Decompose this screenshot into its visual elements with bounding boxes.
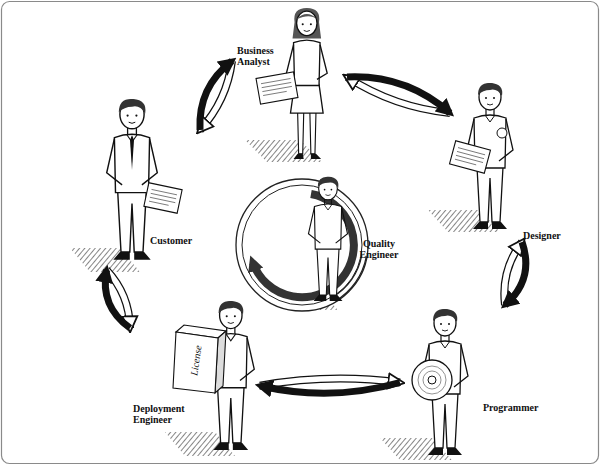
person-node: Quality Engineer: [288, 170, 408, 320]
person-node: Deployment Engineer: [130, 295, 260, 460]
person-node: Designer: [450, 70, 570, 242]
paper: [144, 183, 182, 214]
person-node: Programmer: [400, 305, 540, 460]
cycle-arrow: [504, 242, 526, 305]
tie: [130, 135, 134, 170]
shirt-emblem: [497, 128, 507, 138]
paper: [256, 72, 298, 104]
arrow-dark: [505, 242, 526, 305]
shadow: [428, 210, 500, 232]
arrow-outline: [107, 270, 131, 328]
quality-ring: [236, 179, 368, 311]
arrow-light: [347, 77, 450, 113]
arrow-dark: [260, 383, 400, 394]
cycle-arrow: [260, 379, 400, 394]
arrow-outline: [347, 77, 450, 113]
role-label: Programmer: [483, 402, 539, 413]
paper: [450, 141, 491, 173]
arrow-dark: [200, 61, 232, 130]
person-node: Customer: [90, 95, 200, 270]
role-label: Quality Engineer: [354, 238, 404, 260]
cycle-arrow: [105, 270, 130, 328]
arrow-outline: [200, 61, 232, 130]
arrow-dark: [347, 77, 450, 113]
role-label: Designer: [523, 230, 569, 241]
arrow-light: [504, 242, 522, 305]
role-label: Customer: [150, 235, 198, 246]
license-box: [173, 325, 226, 393]
cycle-arrow: [347, 77, 450, 113]
arrow-light: [200, 61, 232, 130]
role-label: Deployment Engineer: [133, 403, 195, 425]
cycle-arrow: [200, 61, 232, 130]
person-node: Business Analyst: [232, 5, 347, 165]
role-label: Business Analyst: [237, 45, 289, 67]
person-figure: [107, 99, 158, 260]
arrow-dark: [105, 270, 130, 328]
arrow-outline: [504, 242, 522, 305]
disc: [412, 360, 452, 400]
arrow-light: [107, 270, 131, 328]
arrow-outline: [260, 379, 400, 386]
box-label: License: [187, 335, 205, 386]
person-figure: [308, 177, 347, 301]
arrow-light: [260, 379, 400, 386]
